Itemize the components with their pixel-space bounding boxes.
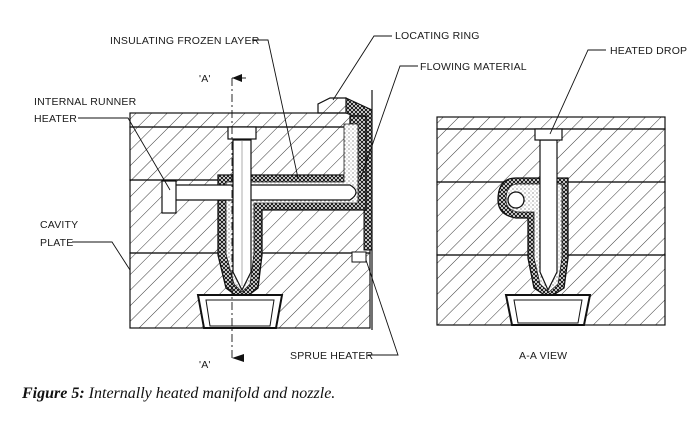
label-cavity-plate-1: CAVITY: [40, 219, 78, 231]
heater-end-cap: [161, 180, 177, 214]
caption-label: Figure 5:: [22, 385, 85, 402]
aa-runner-heater-circle: [507, 191, 525, 209]
label-section-bottom: 'A': [199, 359, 211, 371]
aa-section-view: [436, 116, 666, 326]
aa-top-plate: [436, 116, 666, 130]
section-arrow-bottom: [232, 354, 244, 362]
left-section-view: [129, 74, 373, 362]
cavity-insert-inner-right: [513, 299, 583, 324]
label-heated-drop: HEATED DROP: [610, 45, 687, 57]
label-section-top: 'A': [199, 73, 211, 85]
aa-probe-head: [534, 128, 563, 141]
aa-heated-drop-probe: [539, 139, 558, 292]
label-internal-runner-heater-1: INTERNAL RUNNER: [34, 96, 137, 108]
sprue-heater-block: [351, 251, 367, 263]
top-clamp-plate: [129, 112, 371, 128]
label-insulating-frozen-layer: INSULATING FROZEN LAYER: [110, 35, 260, 47]
label-aa-view: A-A VIEW: [519, 350, 567, 362]
locating-ring: [317, 97, 347, 114]
label-flowing-material: FLOWING MATERIAL: [420, 61, 527, 73]
leader-lines: [72, 35, 606, 356]
label-sprue-heater: SPRUE HEATER: [290, 350, 374, 362]
label-cavity-plate-2: PLATE: [40, 237, 73, 249]
cavity-insert-inner-left: [205, 299, 275, 327]
labels: INSULATING FROZEN LAYER LOCATING RING FL…: [34, 30, 687, 371]
figure-caption: Figure 5: Internally heated manifold and…: [22, 385, 335, 403]
caption-text: Internally heated manifold and nozzle.: [84, 385, 336, 402]
label-locating-ring: LOCATING RING: [395, 30, 480, 42]
probe-head: [227, 126, 257, 140]
label-internal-runner-heater-2: HEATER: [34, 113, 77, 125]
internal-runner-heater: [167, 184, 357, 201]
